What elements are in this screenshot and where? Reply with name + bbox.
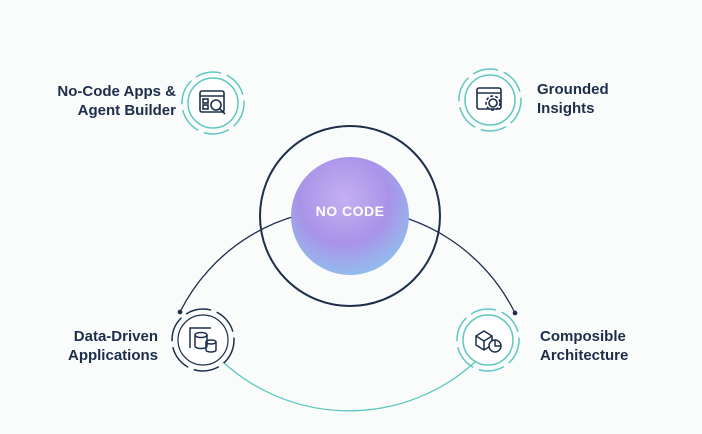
label-line: Grounded: [537, 81, 609, 98]
label-line: Insights: [537, 100, 595, 117]
label-no-code-apps: No-Code Apps & Agent Builder: [48, 82, 176, 120]
no-code-sphere: [291, 157, 409, 275]
label-grounded-insights: Grounded Insights: [537, 80, 609, 118]
outer-arc-bottom: [222, 361, 476, 412]
node-composible-architecture[interactable]: [456, 308, 520, 372]
node-data-driven[interactable]: [171, 308, 235, 372]
app-search-icon: [199, 90, 226, 115]
inner-ring: [259, 125, 441, 307]
label-composible-architecture: Composible Architecture: [540, 327, 628, 365]
label-line: Agent Builder: [77, 102, 176, 119]
database-window-icon: [189, 327, 217, 353]
node-no-code-apps[interactable]: [181, 71, 245, 135]
cube-chart-icon: [475, 330, 502, 353]
center-label: NO CODE: [315, 203, 385, 219]
label-line: No-Code Apps &: [57, 83, 176, 100]
label-line: Applications: [67, 347, 158, 364]
node-grounded-insights[interactable]: [458, 68, 522, 132]
label-line: Composible: [540, 328, 626, 345]
label-data-driven: Data-Driven Applications: [58, 327, 158, 365]
label-line: Data-Driven: [73, 328, 158, 345]
label-line: Architecture: [540, 347, 629, 364]
browser-gear-icon: [476, 87, 502, 111]
